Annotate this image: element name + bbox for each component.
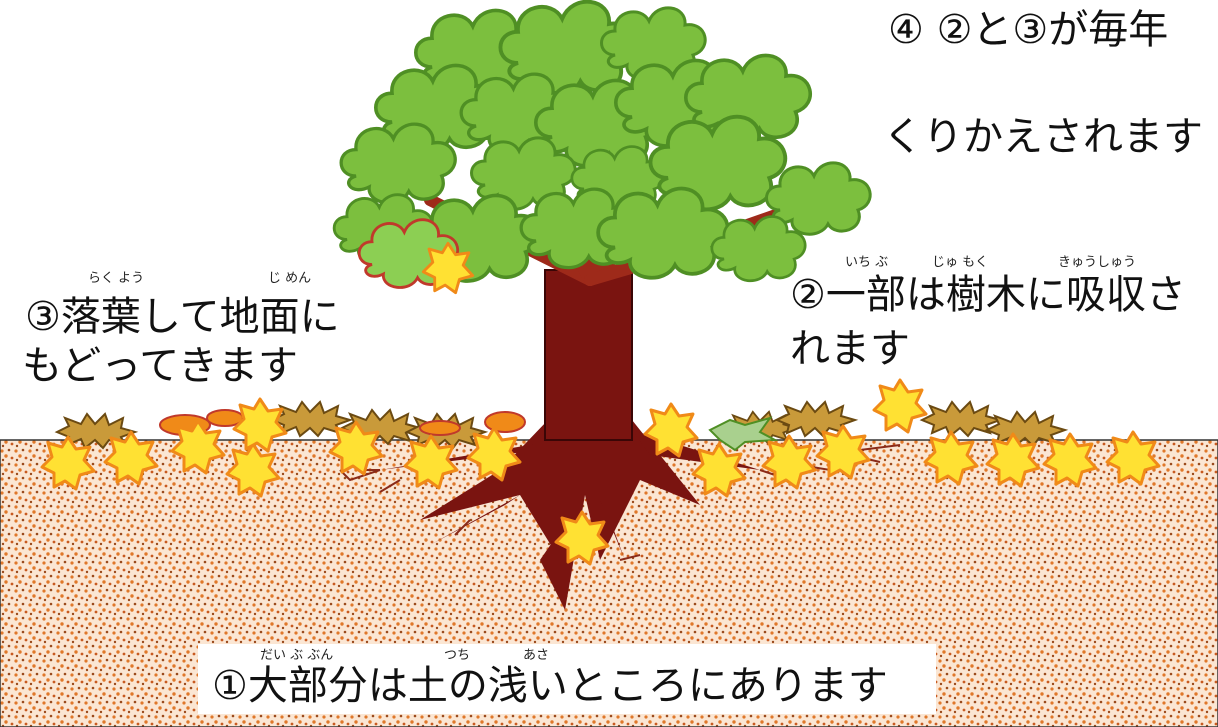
- step3-line2: もどってきます: [22, 343, 298, 389]
- fallen-leaf-green: [708, 416, 779, 452]
- tree-trunk: [544, 269, 633, 441]
- step3-ruby-rakuyou: らく よう: [88, 271, 145, 286]
- step3-line1: ③落葉して地面に: [25, 294, 340, 340]
- step1-label-box: [198, 644, 936, 714]
- step2-ruby-ichibu: いち ぶ: [845, 255, 889, 270]
- step1-ruby-asa: あさ: [523, 648, 550, 663]
- step4-line1: ④ ②と③が毎年: [888, 7, 1169, 53]
- step3-ruby-jimen: じ めん: [268, 271, 312, 286]
- step2-ruby-kyuushuu: きゅうしゅう: [1058, 255, 1137, 270]
- step4-line2: くりかえされます: [883, 114, 1203, 160]
- step2-ruby-jumoku: じゅ もく: [932, 255, 989, 270]
- step1-ruby-daibubun: だい ぶ ぶん: [260, 648, 334, 663]
- step2-line1: ②一部は樹木に吸収さ: [790, 272, 1186, 318]
- step2-line2: れます: [790, 326, 910, 372]
- step1-line: ①大部分は土の浅いところにあります: [212, 663, 888, 709]
- step1-ruby-tsuchi: つち: [444, 648, 471, 663]
